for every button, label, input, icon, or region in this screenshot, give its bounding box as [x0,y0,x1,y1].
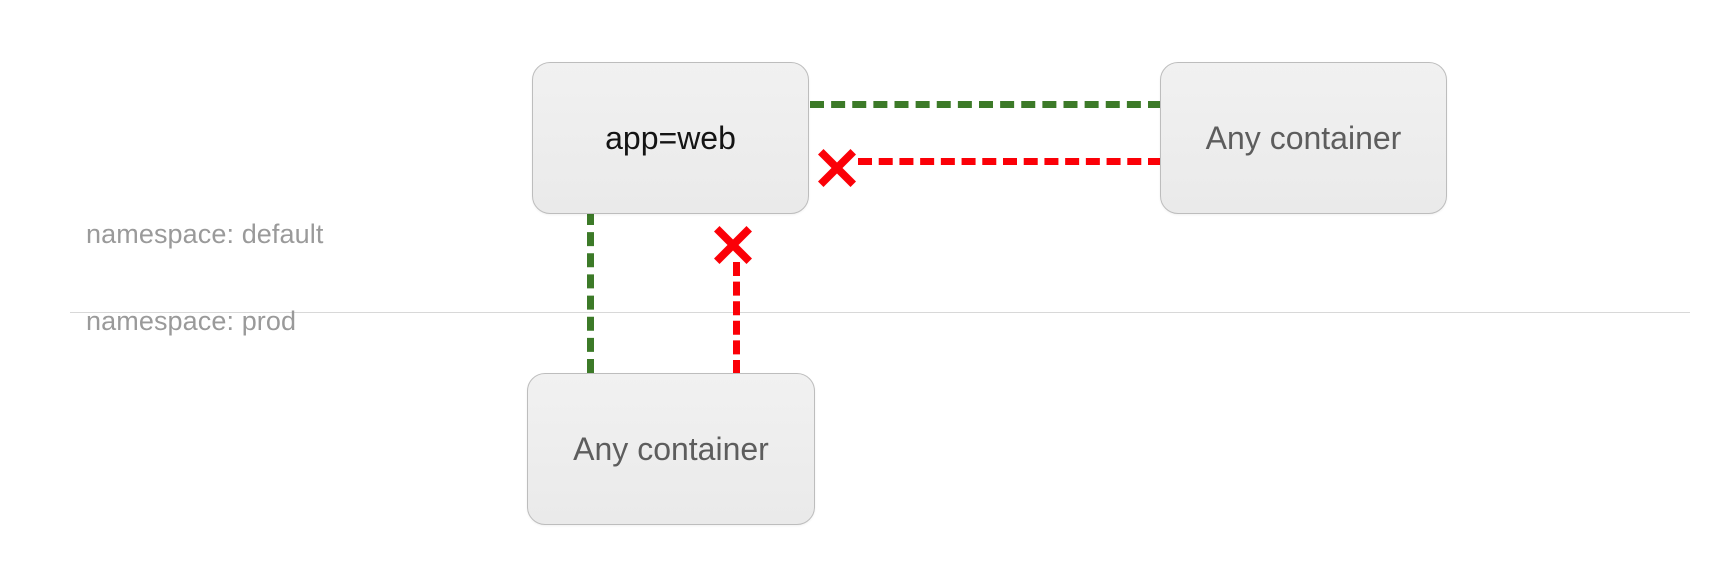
blocked-x-icon-right [814,145,860,191]
node-app-web[interactable]: app=web [532,62,809,214]
connection-deny-down [733,262,740,374]
node-any-container-right[interactable]: Any container [1160,62,1447,214]
connection-deny-right [858,158,1162,165]
node-any-container-bottom-label: Any container [573,431,769,467]
connection-allow-down [587,211,594,373]
node-app-web-label: app=web [605,120,736,156]
namespace-label-default: namespace: default [86,219,324,249]
connection-allow-right [810,101,1162,108]
node-any-container-bottom[interactable]: Any container [527,373,815,525]
namespace-divider [70,312,1690,313]
blocked-x-icon-down [710,222,756,268]
namespace-label-prod: namespace: prod [86,306,297,336]
node-any-container-right-label: Any container [1205,120,1402,156]
